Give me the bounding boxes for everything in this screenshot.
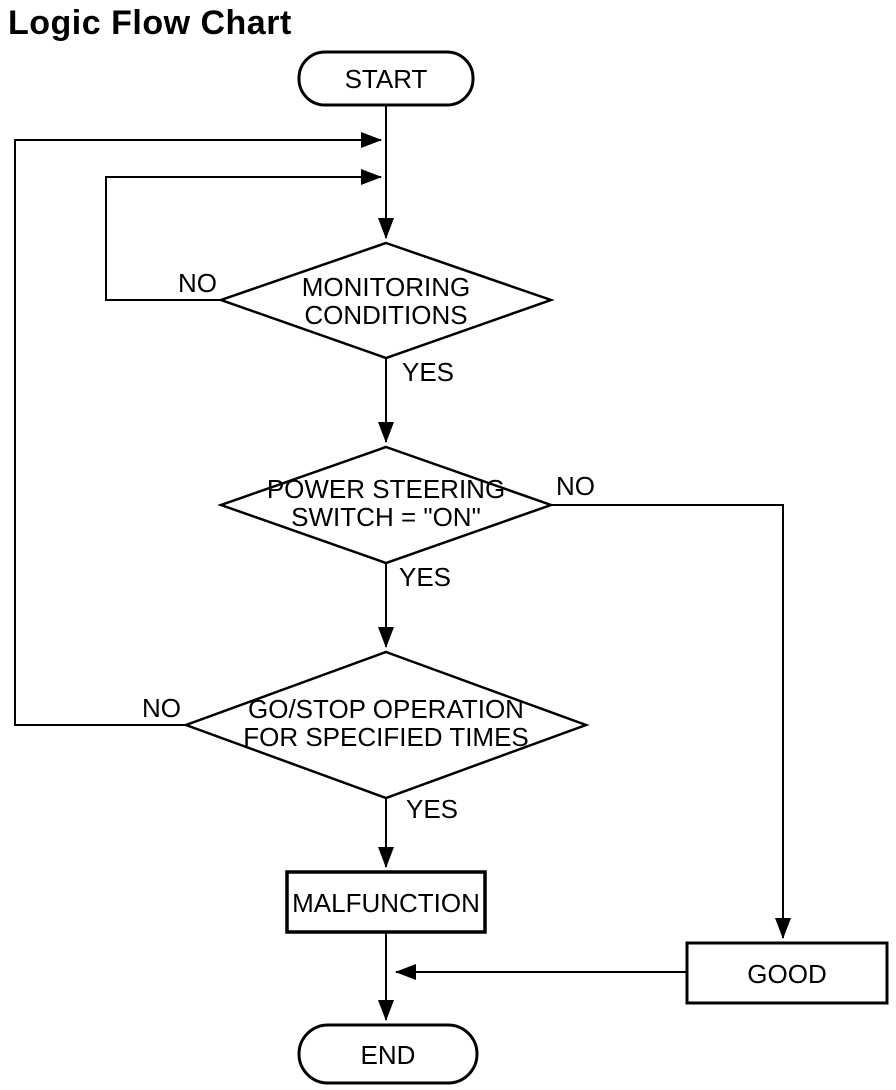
go-stop-label: GO/STOP OPERATION FOR SPECIFIED TIMES xyxy=(243,695,529,751)
go-stop-yes-label: YES xyxy=(406,794,459,824)
power-steering-decision-shape xyxy=(217,445,555,565)
malfunction-process-shape xyxy=(285,870,487,934)
good-label: GOOD xyxy=(747,959,827,989)
go-stop-label-line2: FOR SPECIFIED TIMES xyxy=(243,722,529,752)
end-label: END xyxy=(360,1040,416,1070)
start-label: START xyxy=(344,64,428,94)
edge-monitoring-no-loop xyxy=(105,169,382,301)
monitoring-label: MONITORING CONDITIONS xyxy=(302,273,471,329)
monitoring-decision-shape xyxy=(217,241,555,360)
monitoring-label-line2: CONDITIONS xyxy=(304,300,468,330)
go-stop-decision-shape xyxy=(182,650,590,800)
power-steering-no-label: NO xyxy=(556,471,595,501)
power-steering-label-line1: POWER STEERING xyxy=(266,474,506,504)
edge-gostop-no-loop xyxy=(14,132,382,726)
good-process-shape xyxy=(685,941,889,1005)
power-steering-yes-label: YES xyxy=(399,562,452,592)
power-steering-label-line2: SWITCH = "ON" xyxy=(291,502,481,532)
end-terminator-shape xyxy=(297,1023,479,1085)
page-title: Logic Flow Chart xyxy=(8,4,292,42)
monitoring-label-line1: MONITORING xyxy=(301,272,471,302)
monitoring-yes-label: YES xyxy=(402,357,455,387)
malfunction-label: MALFUNCTION xyxy=(292,888,480,918)
go-stop-label-line1: GO/STOP OPERATION xyxy=(248,694,524,724)
start-terminator-shape xyxy=(297,50,475,107)
edge-powersteering-no xyxy=(551,504,791,939)
monitoring-no-label: NO xyxy=(178,268,217,298)
go-stop-no-label: NO xyxy=(142,693,181,723)
power-steering-label: POWER STEERING SWITCH = "ON" xyxy=(267,475,505,531)
